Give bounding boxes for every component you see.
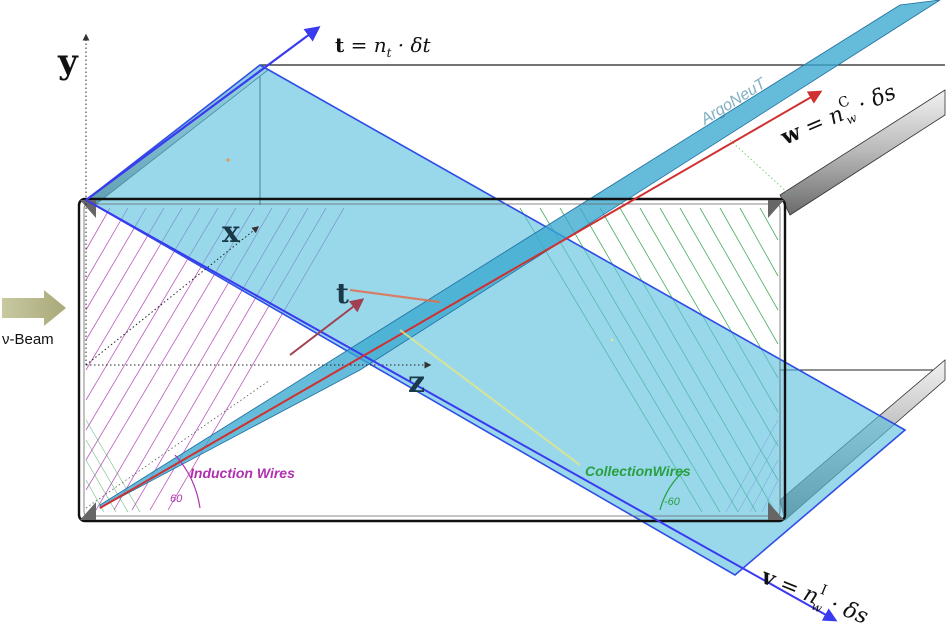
t-local-label: t: [336, 277, 349, 310]
w-axis-arrow: [99, 90, 823, 509]
induction-wires-green: [85, 419, 141, 513]
detector-front-frame: [77, 197, 787, 523]
particle-tracks: [226, 158, 614, 466]
svg-text:v = nIw · δs: v = nIw · δs: [756, 559, 874, 632]
x-axis-label: x: [222, 215, 241, 250]
plane-top-edge: [259, 64, 906, 431]
t-axis-arrow: [85, 26, 321, 201]
collection-angle-arc: [659, 469, 686, 511]
induction-angle-label: 60: [170, 493, 183, 505]
v-equation: v = nIw · δs: [756, 559, 874, 632]
beam-arrow-icon: [2, 290, 66, 326]
t-local-arrow: [289, 298, 365, 356]
z-axis-label: z: [408, 365, 425, 400]
x-axis: [85, 226, 260, 366]
induction-wires-label: Induction Wires: [190, 465, 295, 481]
y-axis-label: y: [57, 42, 79, 82]
induction-angle-arc: [174, 454, 201, 509]
beam-label: ν-Beam: [2, 331, 54, 348]
collection-angle-label: -60: [664, 496, 681, 508]
corner-block: [768, 502, 784, 520]
svg-text:t = nt · δt: t = nt · δt: [335, 33, 432, 60]
t-equation: t = nt · δt: [335, 33, 432, 60]
v-t-plane: [84, 64, 907, 576]
corner-block: [80, 502, 96, 520]
guide-line: [729, 139, 791, 196]
collection-wires-label: CollectionWires: [585, 463, 691, 479]
corner-block: [80, 200, 96, 218]
v-axis-arrow: [85, 199, 838, 622]
guide-line: [85, 379, 271, 509]
corner-block: [768, 200, 784, 218]
